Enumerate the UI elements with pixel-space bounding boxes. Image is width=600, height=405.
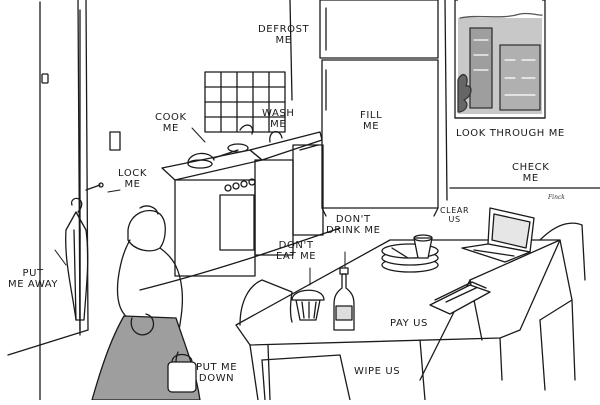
label-pay-us: PAY US	[390, 318, 429, 329]
glass-icon	[413, 234, 433, 259]
window-icon	[454, 0, 546, 119]
wall-tiles	[204, 71, 286, 133]
label-cook-me: COOK ME	[155, 112, 187, 134]
label-put-me-down: PUT ME DOWN	[196, 362, 238, 384]
papers-icon	[429, 281, 491, 315]
label-fill-me: FILL ME	[360, 110, 383, 132]
bottle-icon	[333, 267, 355, 331]
laptop-icon	[461, 207, 535, 263]
label-dont-drink-me: DON'T DRINK ME	[326, 214, 381, 236]
door-icon	[79, 9, 104, 331]
purse-icon	[167, 361, 197, 393]
stove-icon	[161, 143, 263, 277]
muffin-icon	[291, 289, 325, 321]
outlet-icon	[41, 73, 49, 84]
label-lock-me: LOCK ME	[118, 168, 148, 190]
label-look-through-me: LOOK THROUGH ME	[456, 128, 565, 139]
umbrella-icon	[65, 197, 89, 321]
woman-figure-icon	[91, 205, 201, 401]
label-dont-eat-me: DON'T EAT ME	[276, 240, 317, 262]
label-wipe-us: WIPE US	[354, 366, 401, 377]
label-check-me: CHECK ME	[512, 162, 550, 184]
label-put-me-away: PUT ME AWAY	[8, 268, 59, 290]
light-switch-icon	[109, 131, 121, 151]
refrigerator-icon	[319, 0, 439, 217]
label-clear-us: CLEAR US	[440, 206, 470, 224]
label-pointers	[54, 127, 346, 286]
table-icon	[235, 239, 561, 401]
artist-signature: Finck	[548, 194, 565, 201]
room-walls	[7, 0, 600, 401]
label-wash-me: WASH ME	[262, 108, 295, 130]
sink-icon	[239, 124, 324, 256]
label-defrost-me: DEFROST ME	[258, 24, 310, 46]
